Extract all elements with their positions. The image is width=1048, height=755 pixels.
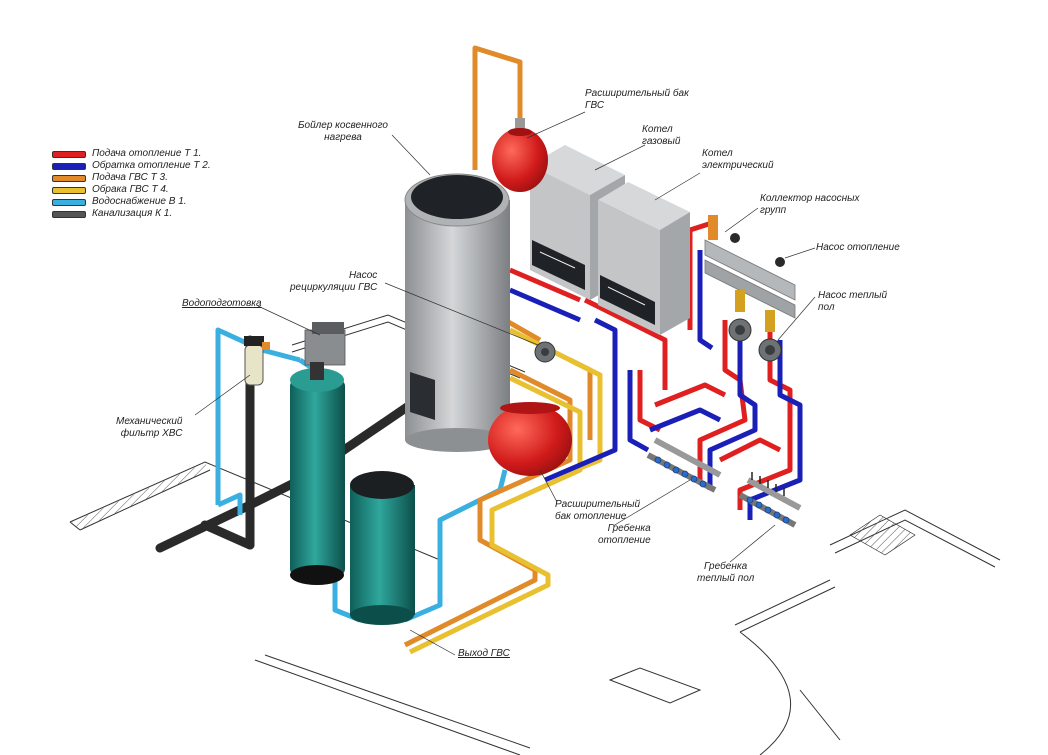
mechanical-filter bbox=[244, 336, 270, 386]
legend-swatch bbox=[52, 211, 86, 218]
expansion-tank-heating bbox=[488, 402, 572, 476]
pump-recirculation bbox=[534, 341, 556, 363]
legend-swatch bbox=[52, 175, 86, 182]
legend-label: Канализация К 1. bbox=[92, 208, 173, 219]
legend-label: Обратка отопление Т 2. bbox=[92, 160, 211, 171]
legend-swatch bbox=[52, 163, 86, 170]
legend-swatch bbox=[52, 199, 86, 206]
legend-label: Подача ГВС Т 3. bbox=[92, 172, 168, 183]
label-mechanical-filter: Механический фильтр ХВС bbox=[116, 416, 183, 439]
legend-swatch bbox=[52, 187, 86, 194]
leader-lines bbox=[194, 111, 816, 656]
wall-hatch-left bbox=[72, 463, 210, 530]
label-expansion-tank-heating: Расширительный бак отопление bbox=[555, 499, 641, 522]
indirect-boiler bbox=[404, 173, 510, 452]
legend-swatch bbox=[52, 151, 86, 158]
label-expansion-tank-dhw: Расширительный бак ГВС bbox=[585, 88, 689, 111]
label-electric-boiler: Котел электрический bbox=[702, 148, 774, 171]
label-pump-floor: Насос теплый пол bbox=[818, 290, 888, 313]
label-manifold-floor: Гребенка теплый пол bbox=[697, 561, 755, 584]
label-pump-recirculation: Насос рециркуляции ГВС bbox=[290, 270, 378, 293]
label-gas-boiler: Котел газовый bbox=[642, 124, 681, 147]
pump-heating bbox=[728, 290, 752, 342]
electric-boiler bbox=[598, 182, 690, 335]
pipes-heating-supply bbox=[509, 219, 793, 510]
expansion-tank-dhw bbox=[492, 118, 548, 192]
legend-label: Обрака ГВС Т 4. bbox=[92, 184, 169, 195]
label-dhw-out: Выход ГВС bbox=[458, 648, 510, 659]
label-pump-collector: Коллектор насосных групп bbox=[760, 193, 860, 216]
label-indirect-boiler: Бойлер косвенного нагрева bbox=[298, 120, 388, 143]
manifold-floor bbox=[738, 472, 802, 528]
manifold-heating bbox=[646, 437, 722, 493]
wall-hatch-right bbox=[849, 514, 916, 556]
salt-tank bbox=[350, 471, 415, 625]
legend-label: Водоснабжение В 1. bbox=[92, 196, 187, 207]
pump-floor bbox=[758, 310, 782, 362]
label-manifold-heating: Гребенка отопление bbox=[598, 523, 651, 546]
legend-label: Подача отопление Т 1. bbox=[92, 148, 202, 159]
water-treatment-column bbox=[290, 322, 346, 585]
pump-collector bbox=[704, 215, 796, 319]
label-water-treatment: Водоподготовка bbox=[182, 298, 262, 309]
label-pump-heating: Насос отопление bbox=[816, 242, 900, 253]
